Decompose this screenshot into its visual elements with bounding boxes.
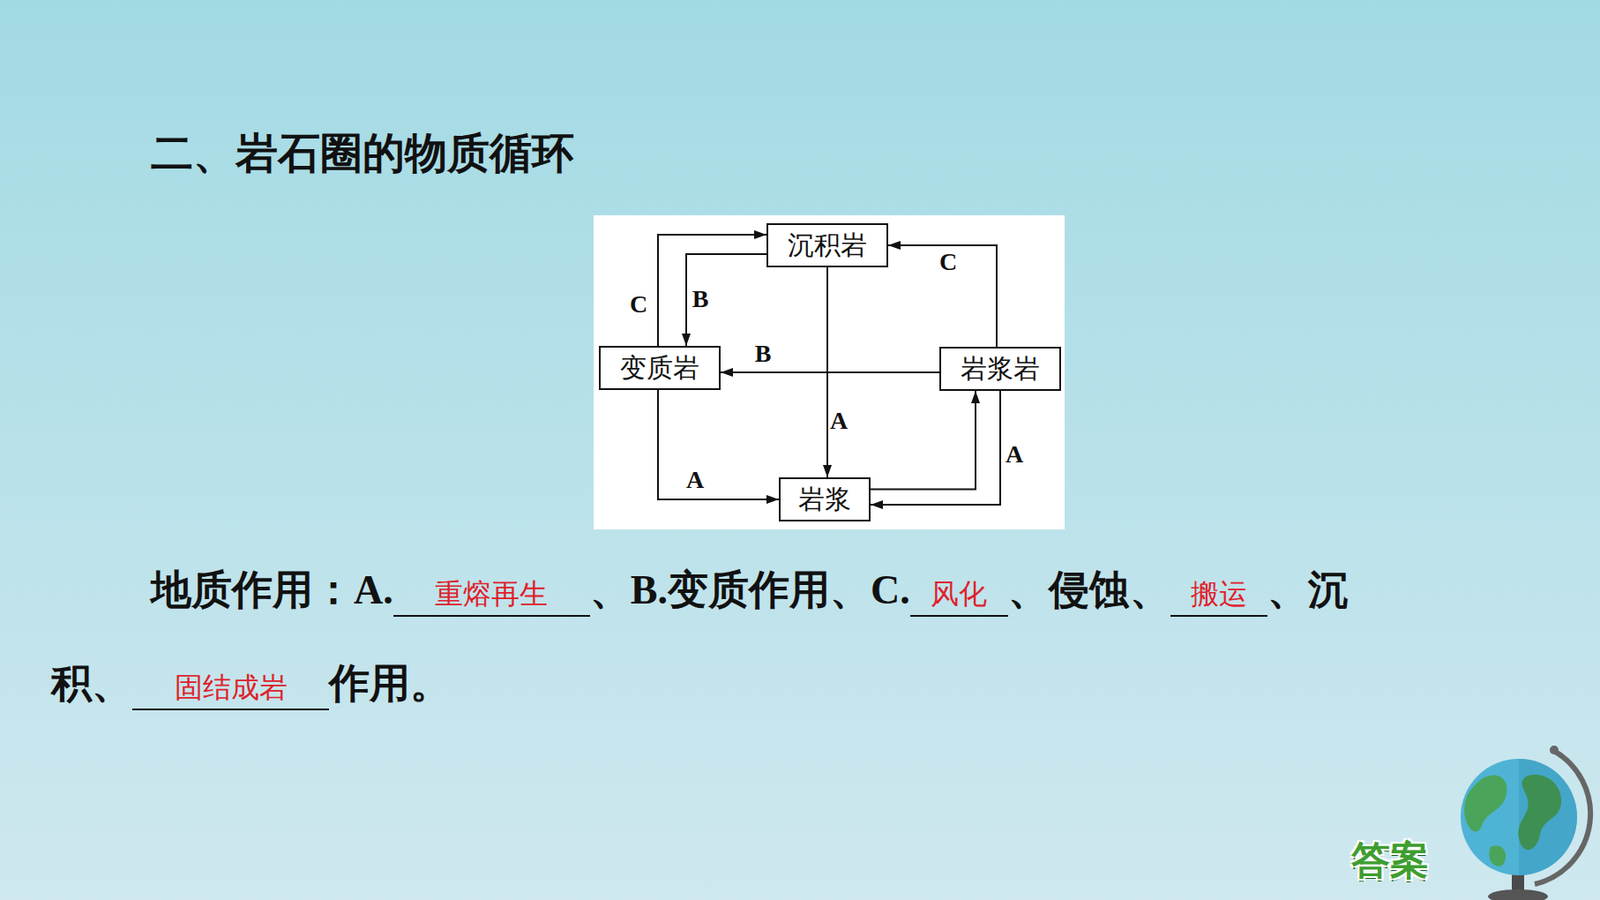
answer-text: 搬运 [1170, 575, 1268, 617]
rock-box: 沉积岩 [766, 223, 889, 268]
process-letter: A [685, 467, 705, 493]
process-arrow [870, 390, 1001, 505]
process-letter: A [1004, 441, 1025, 467]
fill-blank-line: 地质作用：A.重熔再生、B.变质作用、C.风化、侵蚀、搬运、沉 [150, 563, 1349, 617]
box-text: 沉积岩 [787, 224, 868, 266]
process-arrow [870, 390, 976, 490]
process-letter: B [691, 286, 711, 312]
question-text: 积、 [51, 660, 133, 706]
question-text: 、侵蚀、 [1008, 567, 1171, 613]
process-letter: C [628, 291, 649, 317]
section-title: 二、岩石圈的物质循环 [150, 127, 575, 180]
question-text: 地质作用：A. [150, 567, 394, 613]
box-text: 岩浆岩 [960, 348, 1040, 389]
question-text: 、沉 [1267, 567, 1349, 613]
globe-icon [1460, 745, 1591, 900]
answer-button: 答案 [1351, 837, 1429, 884]
question-text: 、B.变质作用、C. [590, 567, 911, 613]
rock-box: 变质岩 [598, 345, 721, 390]
process-letter: C [938, 249, 958, 275]
process-arrow [657, 234, 767, 346]
rock-box: 岩浆岩 [939, 346, 1062, 391]
box-text: 岩浆 [798, 478, 852, 520]
box-text: 变质岩 [620, 347, 700, 389]
process-arrow [720, 371, 940, 374]
answer-text: 固结成岩 [132, 669, 329, 711]
process-letter: B [754, 341, 773, 367]
process-arrow [657, 389, 779, 500]
answer-text: 风化 [910, 575, 1009, 617]
process-letter: A [829, 408, 849, 434]
process-arrow [888, 245, 997, 347]
process-arrow [686, 254, 767, 346]
diagram-panel [593, 215, 1065, 530]
fill-blank-line: 积、固结成岩作用。 [51, 657, 451, 711]
answer-text: 重熔再生 [393, 575, 591, 617]
question-text: 作用。 [328, 660, 451, 706]
rock-box: 岩浆 [778, 477, 871, 522]
